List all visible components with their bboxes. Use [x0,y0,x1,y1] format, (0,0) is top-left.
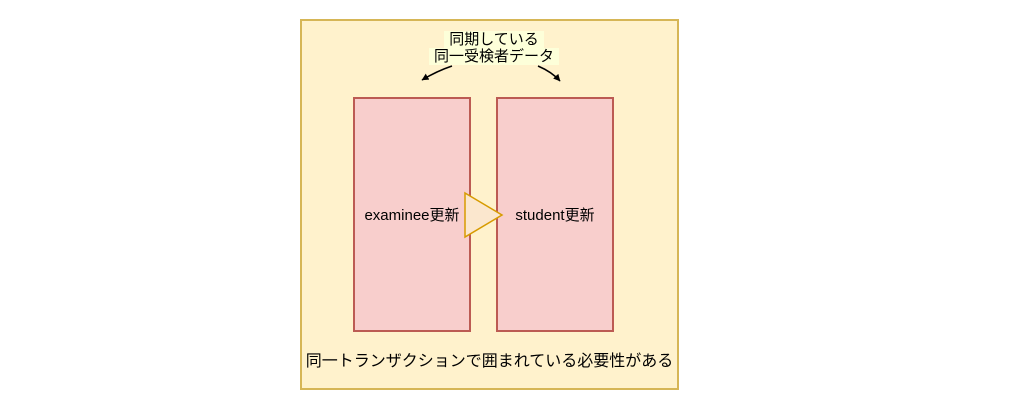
sync-annotation: 同期している 同一受検者データ [374,31,614,65]
student-update-label: student更新 [515,207,595,224]
examinee-update-node: examinee更新 [353,97,471,332]
examinee-update-label: examinee更新 [364,207,460,224]
student-update-node: student更新 [496,97,614,332]
sync-annotation-line2: 同一受検者データ [428,48,559,65]
bottom-note: 同一トランザクションで囲まれている必要性がある [305,353,674,370]
sync-annotation-line1: 同期している [444,31,544,48]
